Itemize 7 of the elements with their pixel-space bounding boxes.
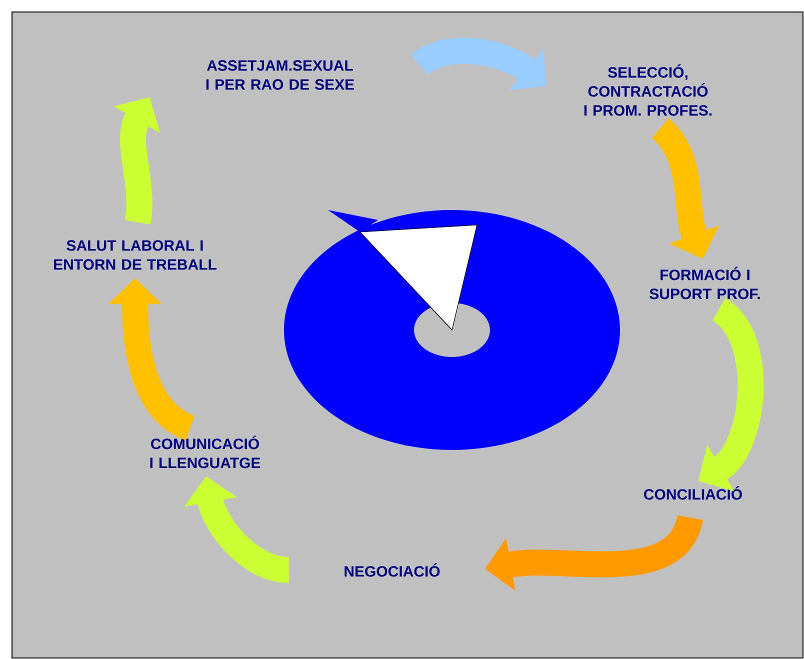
- step-label: NEGOCIACIÓ: [344, 563, 440, 577]
- step-label: SELECCIÓ, CONTRACTACIÓ I PROM. PROFES.: [584, 64, 712, 116]
- step-label: COMUNICACIÓ I LLENGUATGE: [150, 436, 260, 468]
- step-label: CONCILIACIÓ: [644, 486, 742, 500]
- step-label: ASSETJAM.SEXUAL I PER RAO DE SEXE: [206, 60, 354, 90]
- step-label: FORMACIÓ I SUPORT PROF.: [650, 266, 760, 300]
- step-label: SALUT LABORAL I ENTORN DE TREBALL: [54, 240, 216, 270]
